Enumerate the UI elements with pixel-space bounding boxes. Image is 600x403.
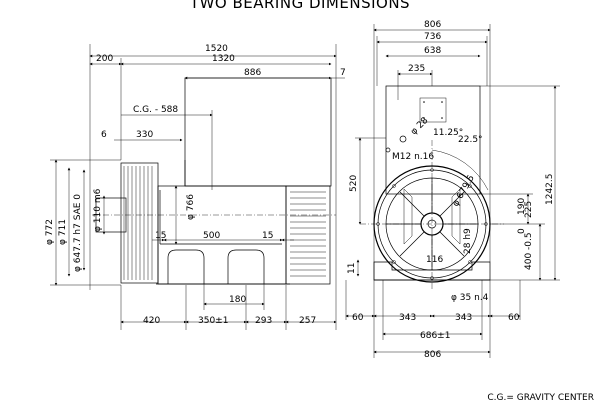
dim-feet-holes: φ 35 n.4 (451, 293, 489, 303)
end-view (345, 24, 560, 358)
dim-shaft-dia: φ 110 m6 (93, 188, 103, 232)
end-view-labels: 806 736 638 235 φ 28 11.25° 22.5° M12 n.… (347, 20, 555, 360)
dim-dia-766: φ 766 (186, 194, 196, 220)
dim-400: 400 -0.5 (524, 232, 534, 270)
dim-angle-1125: 11.25° (433, 128, 463, 138)
foot-right (227, 249, 265, 284)
dim-293: 293 (255, 316, 272, 326)
dim-1242: 1242.5 (545, 174, 555, 206)
dim-886: 886 (244, 68, 261, 78)
dim-1520: 1520 (205, 44, 228, 54)
mount-hole (385, 147, 391, 153)
lifting-hole (399, 135, 407, 143)
dim-257: 257 (299, 316, 316, 326)
dim-dia-647: φ 647.7 h7 SAE 0 (73, 194, 83, 272)
drawing-title: TWO BEARING DIMENSIONS (189, 0, 411, 12)
fan-grille (123, 166, 153, 280)
dim-180: 180 (229, 295, 246, 305)
rear-housing (285, 185, 331, 285)
dim-225: 225 (524, 201, 534, 218)
end-base (373, 261, 491, 281)
dim-15-left: 15 (155, 231, 166, 241)
dim-343-left: 343 (399, 313, 416, 323)
dim-200: 200 (96, 54, 113, 64)
dim-hole-28: φ 28 (409, 116, 431, 138)
dim-7: 7 (340, 68, 346, 78)
dim-key-28: 28 h9 (463, 228, 473, 254)
side-view-labels: 1520 200 1320 886 7 C.G. - 588 6 330 φ 7… (45, 44, 346, 326)
dim-15-right: 15 (262, 231, 273, 241)
dim-638: 638 (424, 46, 441, 56)
dim-cg-588: C.G. - 588 (133, 105, 178, 115)
dim-343-right: 343 (455, 313, 472, 323)
dim-686: 686±1 (420, 331, 450, 341)
dim-angle-225: 22.5° (458, 135, 483, 145)
dim-500: 500 (203, 231, 220, 241)
footnote: C.G.= GRAVITY CENTER (487, 393, 594, 403)
box-cover-plate (419, 97, 447, 123)
dim-1320: 1320 (212, 54, 235, 64)
end-terminal-box (385, 85, 481, 195)
fan-housing (120, 162, 159, 284)
bolt-holes (376, 168, 488, 280)
dim-0: 0 (517, 228, 527, 234)
dim-350: 350±1 (198, 316, 228, 326)
dim-116: 116 (426, 255, 443, 265)
terminal-box (184, 77, 332, 187)
dim-736: 736 (424, 32, 441, 42)
dim-11: 11 (347, 263, 357, 274)
dim-520: 520 (349, 175, 359, 192)
dim-806-top: 806 (424, 20, 441, 30)
dim-420: 420 (143, 316, 160, 326)
foot-left (167, 249, 205, 284)
rear-fins (290, 191, 326, 277)
dim-dia-772: φ 772 (45, 219, 55, 245)
dim-dia-711: φ 711 (58, 219, 68, 245)
dim-6: 6 (101, 130, 107, 140)
dim-60-left: 60 (352, 313, 364, 323)
dim-330: 330 (136, 130, 153, 140)
dim-190: 190 (517, 198, 527, 215)
side-view (50, 44, 345, 330)
dim-806-bottom: 806 (424, 350, 441, 360)
dim-235: 235 (408, 64, 425, 74)
dim-60-right: 60 (508, 313, 520, 323)
dim-m12: M12 n.16 (392, 152, 434, 162)
